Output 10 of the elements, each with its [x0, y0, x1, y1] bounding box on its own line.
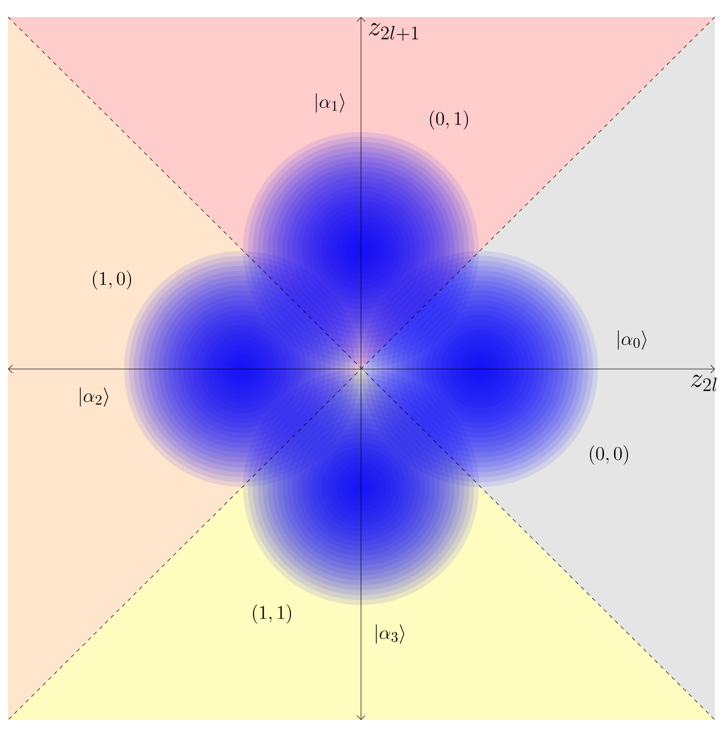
state-label: $|\alpha_1\rangle$ — [316, 93, 344, 113]
quadrant-label: $(1,0)$ — [92, 270, 132, 290]
quadrant-label: $(0,1)$ — [430, 110, 468, 130]
quadrant-label: $(1,1)$ — [252, 604, 292, 624]
state-label: $|\alpha_0\rangle$ — [618, 330, 646, 350]
state-label: $|\alpha_3\rangle$ — [376, 624, 404, 644]
quadrant-label: $(0,0)$ — [590, 445, 628, 465]
axis-label: $z_{2l}$ — [690, 374, 717, 392]
state-label: $|\alpha_2\rangle$ — [80, 387, 108, 407]
axis-label: $z_{2l+1}$ — [368, 22, 418, 41]
